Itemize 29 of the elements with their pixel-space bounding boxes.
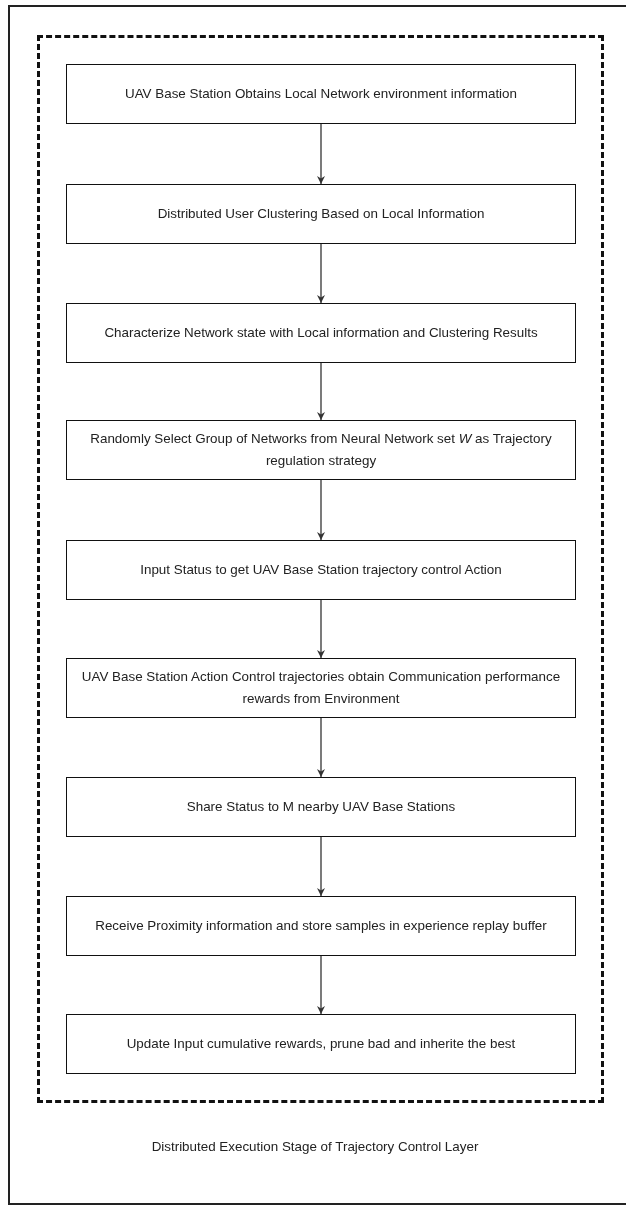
step-text: Input Status to get UAV Base Station trajectory control Action xyxy=(140,561,502,579)
step-text: UAV Base Station Obtains Local Network environment information xyxy=(125,85,517,103)
process-box xyxy=(66,303,576,363)
step-text: Receive Proximity information and store samples in experience replay buffer xyxy=(95,917,547,935)
arrow xyxy=(317,362,325,421)
frame-caption: Distributed Execution Stage of Trajectory Control Layer xyxy=(151,1139,479,1154)
arrow xyxy=(317,955,325,1015)
process-box xyxy=(66,420,576,480)
step-text: Randomly Select Group of Networks from Neural Network set W as Trajectory regulation strategy xyxy=(89,430,553,470)
process-box xyxy=(66,64,576,124)
process-box xyxy=(66,658,576,718)
step-text: UAV Base Station Action Control trajectories obtain Communication performance rewards from Environment xyxy=(80,668,562,708)
process-box xyxy=(66,1014,576,1074)
process-box xyxy=(66,540,576,600)
step-text: Update Input cumulative rewards, prune bad and inherite the best xyxy=(126,1035,516,1053)
step-text: Distributed User Clustering Based on Local Information xyxy=(157,205,485,223)
dashed-group-box xyxy=(36,34,604,1103)
arrow xyxy=(317,243,325,304)
step-text: Share Status to M nearby UAV Base Stations xyxy=(186,798,456,816)
process-box xyxy=(66,184,576,244)
arrow xyxy=(317,479,325,541)
outer-frame xyxy=(8,5,626,1205)
arrow xyxy=(317,123,325,185)
arrow xyxy=(317,836,325,897)
arrow xyxy=(317,599,325,659)
step-text: Characterize Network state with Local information and Clustering Results xyxy=(104,324,538,342)
process-box xyxy=(66,896,576,956)
arrow xyxy=(317,717,325,778)
process-box xyxy=(66,777,576,837)
